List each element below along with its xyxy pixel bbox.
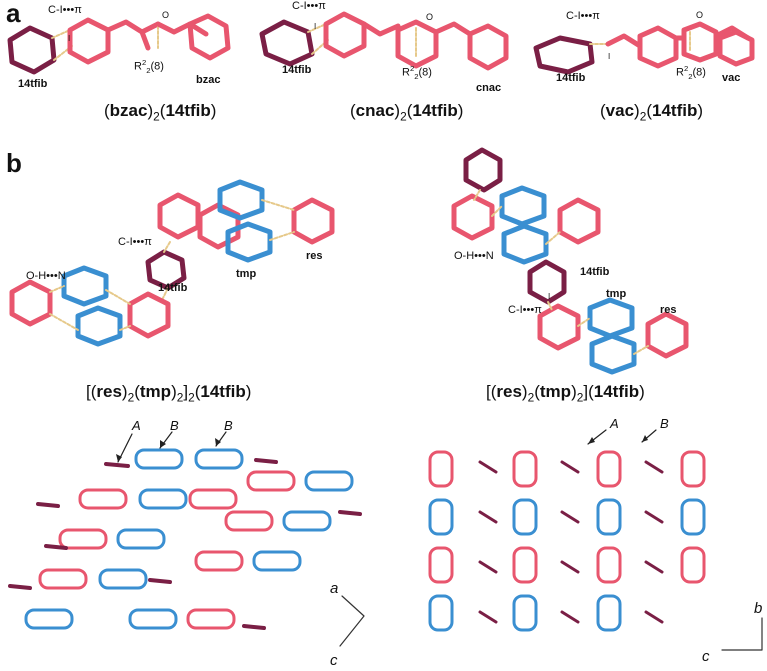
label-ohn-left: O-H•••N	[26, 270, 66, 282]
caption-bzac: (bzac)2(14tfib)	[104, 101, 217, 124]
label-A-right: A	[610, 416, 619, 431]
label-A-left: A	[132, 418, 141, 433]
label-B-left-2: B	[224, 418, 233, 433]
label-ring-cnac: R22(8)	[402, 64, 432, 81]
axis-label-c-right: c	[702, 648, 710, 665]
label-cipi-left: C-I•••π	[118, 236, 152, 248]
label-B-left-1: B	[170, 418, 179, 433]
label-14tfib-vac: 14tfib	[556, 72, 586, 84]
label-cipi-bzac: C-I•••π	[48, 4, 82, 16]
label-iodine-right: I	[548, 292, 551, 301]
caption-res2-tmp2-14tfib: [(res)2(tmp)2](14tfib)	[486, 382, 645, 405]
caption-vac: (vac)2(14tfib)	[600, 101, 704, 124]
left-cluster-structure	[9, 179, 335, 347]
label-14tfib-left: 14tfib	[158, 282, 188, 294]
panel-letter-b: b	[6, 148, 22, 178]
cnac-structure	[259, 11, 509, 71]
label-ohn-right: O-H•••N	[454, 250, 494, 262]
caption-cnac: (cnac)2(14tfib)	[350, 101, 464, 124]
panel-letter-a: a	[6, 0, 21, 28]
label-cipi-cnac: C-I•••π	[292, 0, 326, 12]
axis-label-a: a	[330, 580, 339, 597]
label-tmp-right: tmp	[606, 288, 627, 300]
label-vac: vac	[722, 72, 741, 84]
label-iodine-cnac: I	[314, 22, 317, 31]
right-packing-structure	[428, 450, 763, 651]
label-B-right: B	[660, 416, 669, 431]
label-oxygen-cnac: O	[426, 12, 434, 22]
axis-label-b: b	[754, 600, 763, 617]
label-iodine-vac: I	[608, 52, 611, 61]
label-ring-bzac: R22(8)	[134, 58, 164, 75]
label-14tfib-bzac: 14tfib	[18, 78, 48, 90]
label-iodine-bzac: I	[68, 34, 71, 43]
label-ring-vac: R22(8)	[676, 64, 706, 81]
bzac-structure	[7, 13, 231, 75]
label-res-left: res	[306, 250, 323, 262]
label-cipi-vac: C-I•••π	[566, 10, 600, 22]
label-oxygen-bzac: O	[162, 10, 170, 20]
label-14tfib-right: 14tfib	[580, 266, 610, 278]
right-cluster-structure	[451, 147, 689, 375]
label-bzac: bzac	[196, 74, 221, 86]
label-res-right: res	[660, 304, 677, 316]
caption-res2-tmp2-2-14tfib: [(res)2(tmp)2]2(14tfib)	[86, 382, 252, 405]
axis-label-c-left: c	[330, 652, 338, 669]
label-oxygen-vac: O	[696, 10, 704, 20]
label-cipi-right: C-I•••π	[508, 304, 542, 316]
label-14tfib-cnac: 14tfib	[282, 64, 312, 76]
left-packing-structure	[8, 448, 365, 647]
vac-structure	[533, 21, 755, 75]
label-cnac: cnac	[476, 82, 502, 94]
label-tmp-left: tmp	[236, 268, 257, 280]
